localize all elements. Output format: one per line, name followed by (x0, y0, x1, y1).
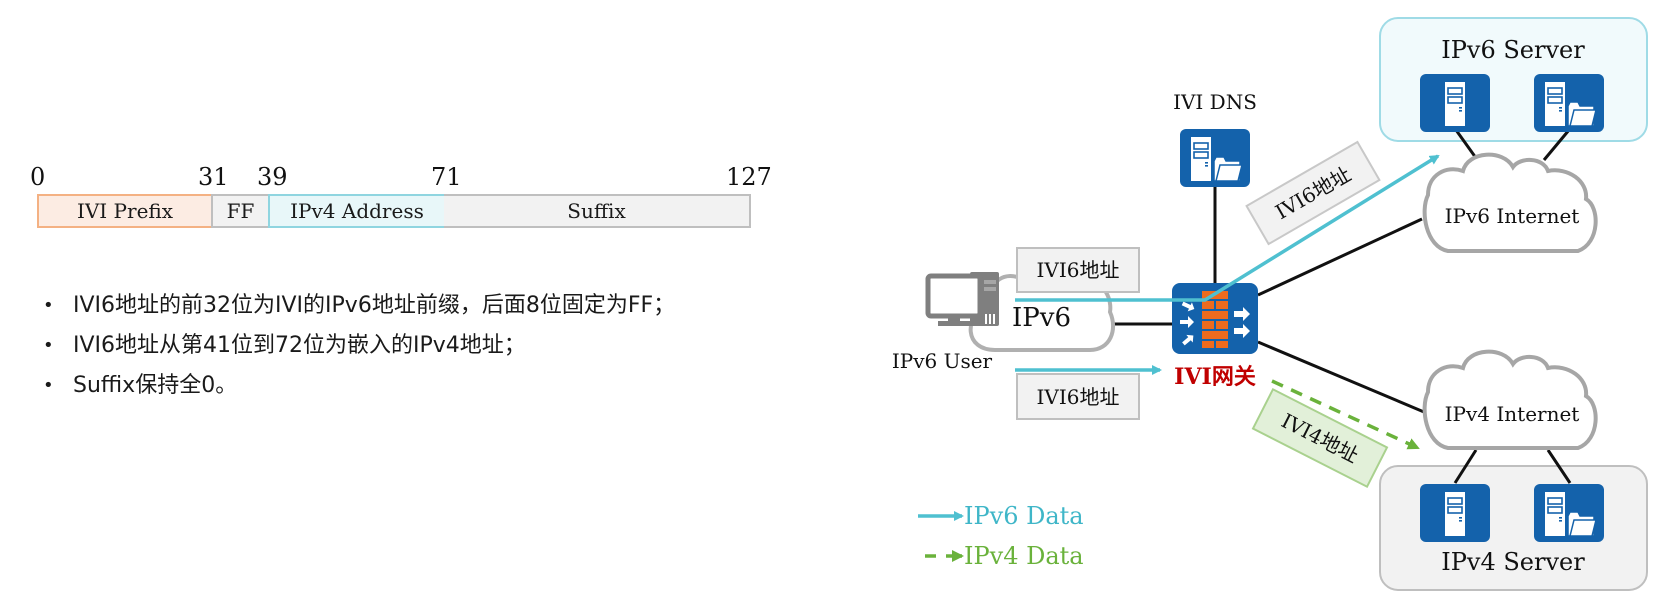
ivi-dns-label: IVI DNS (1173, 90, 1257, 114)
addr-tag-upper (1016, 247, 1140, 293)
ipv6-internet-label: IPv6 Internet (1445, 204, 1580, 228)
ipv4-server-icon (1420, 484, 1490, 542)
legend-ipv6-label: IPv6 Data (964, 502, 1084, 530)
ipv4-file-server-icon (1534, 484, 1604, 542)
network-links (1110, 129, 1572, 484)
segment-label: IVI Prefix (76, 199, 174, 223)
addr-tag-upper-label: IVI6地址 (1037, 258, 1120, 282)
legend-ipv4-label: IPv4 Data (964, 542, 1084, 570)
segment-suffix: Suffix (444, 194, 751, 228)
segment-ipv4-address: IPv4 Address (268, 194, 446, 228)
ipv6-cloud-label: IPv6 (1012, 303, 1071, 333)
bullet-item: Suffix保持全0。 (40, 366, 740, 406)
bullet-text: IVI6地址从第41位到72位为嵌入的IPv4地址； (73, 333, 526, 358)
ivi-gateway-label: IVI网关 (1174, 364, 1256, 390)
ipv6-server-icon (1420, 74, 1490, 132)
segment-ivi-prefix: IVI Prefix (37, 194, 213, 228)
bit-number-127: 127 (726, 163, 772, 191)
description-list: IVI6地址的前32位为IVI的IPv6地址前缀，后面8位固定为FF； IVI6… (40, 286, 740, 406)
segment-label: FF (226, 199, 255, 223)
ipv6-data-flow-to-internet (1015, 154, 1440, 302)
bullet-text: IVI6地址的前32位为IVI的IPv6地址前缀，后面8位固定为FF； (73, 293, 676, 318)
bit-number-31: 31 (198, 163, 229, 191)
ipv6-server-group-label: IPv6 Server (1441, 36, 1585, 64)
ipv4-internet-cloud (1422, 349, 1598, 450)
addr-tag-lower (1016, 373, 1140, 420)
bit-number-71: 71 (431, 163, 462, 191)
legend: IPv6 Data IPv4 Data (918, 502, 1084, 570)
ipv6-user-label: IPv6 User (892, 349, 993, 373)
bullet-text: Suffix保持全0。 (73, 373, 238, 398)
ipv6-internet-cloud (1422, 152, 1598, 253)
segment-label: Suffix (567, 199, 626, 223)
bit-number-39: 39 (257, 163, 288, 191)
ipv4-server-group-label: IPv4 Server (1441, 548, 1585, 576)
bullet-item: IVI6地址从第41位到72位为嵌入的IPv4地址； (40, 326, 740, 366)
bullet-item: IVI6地址的前32位为IVI的IPv6地址前缀，后面8位固定为FF； (40, 286, 740, 326)
ivi-dns-server-icon (1180, 129, 1250, 187)
ipv4-data-flow (1271, 379, 1420, 450)
ipv4-internet-label: IPv4 Internet (1445, 402, 1580, 426)
segment-label: IPv4 Address (290, 199, 424, 223)
addr-tag-to-ipv6: IVI6地址 (1245, 140, 1381, 246)
computer-icon (925, 272, 999, 326)
addr-tag-lower-label: IVI6地址 (1037, 385, 1120, 409)
bit-number-0: 0 (30, 163, 46, 191)
ipv6-file-server-icon (1534, 74, 1604, 132)
